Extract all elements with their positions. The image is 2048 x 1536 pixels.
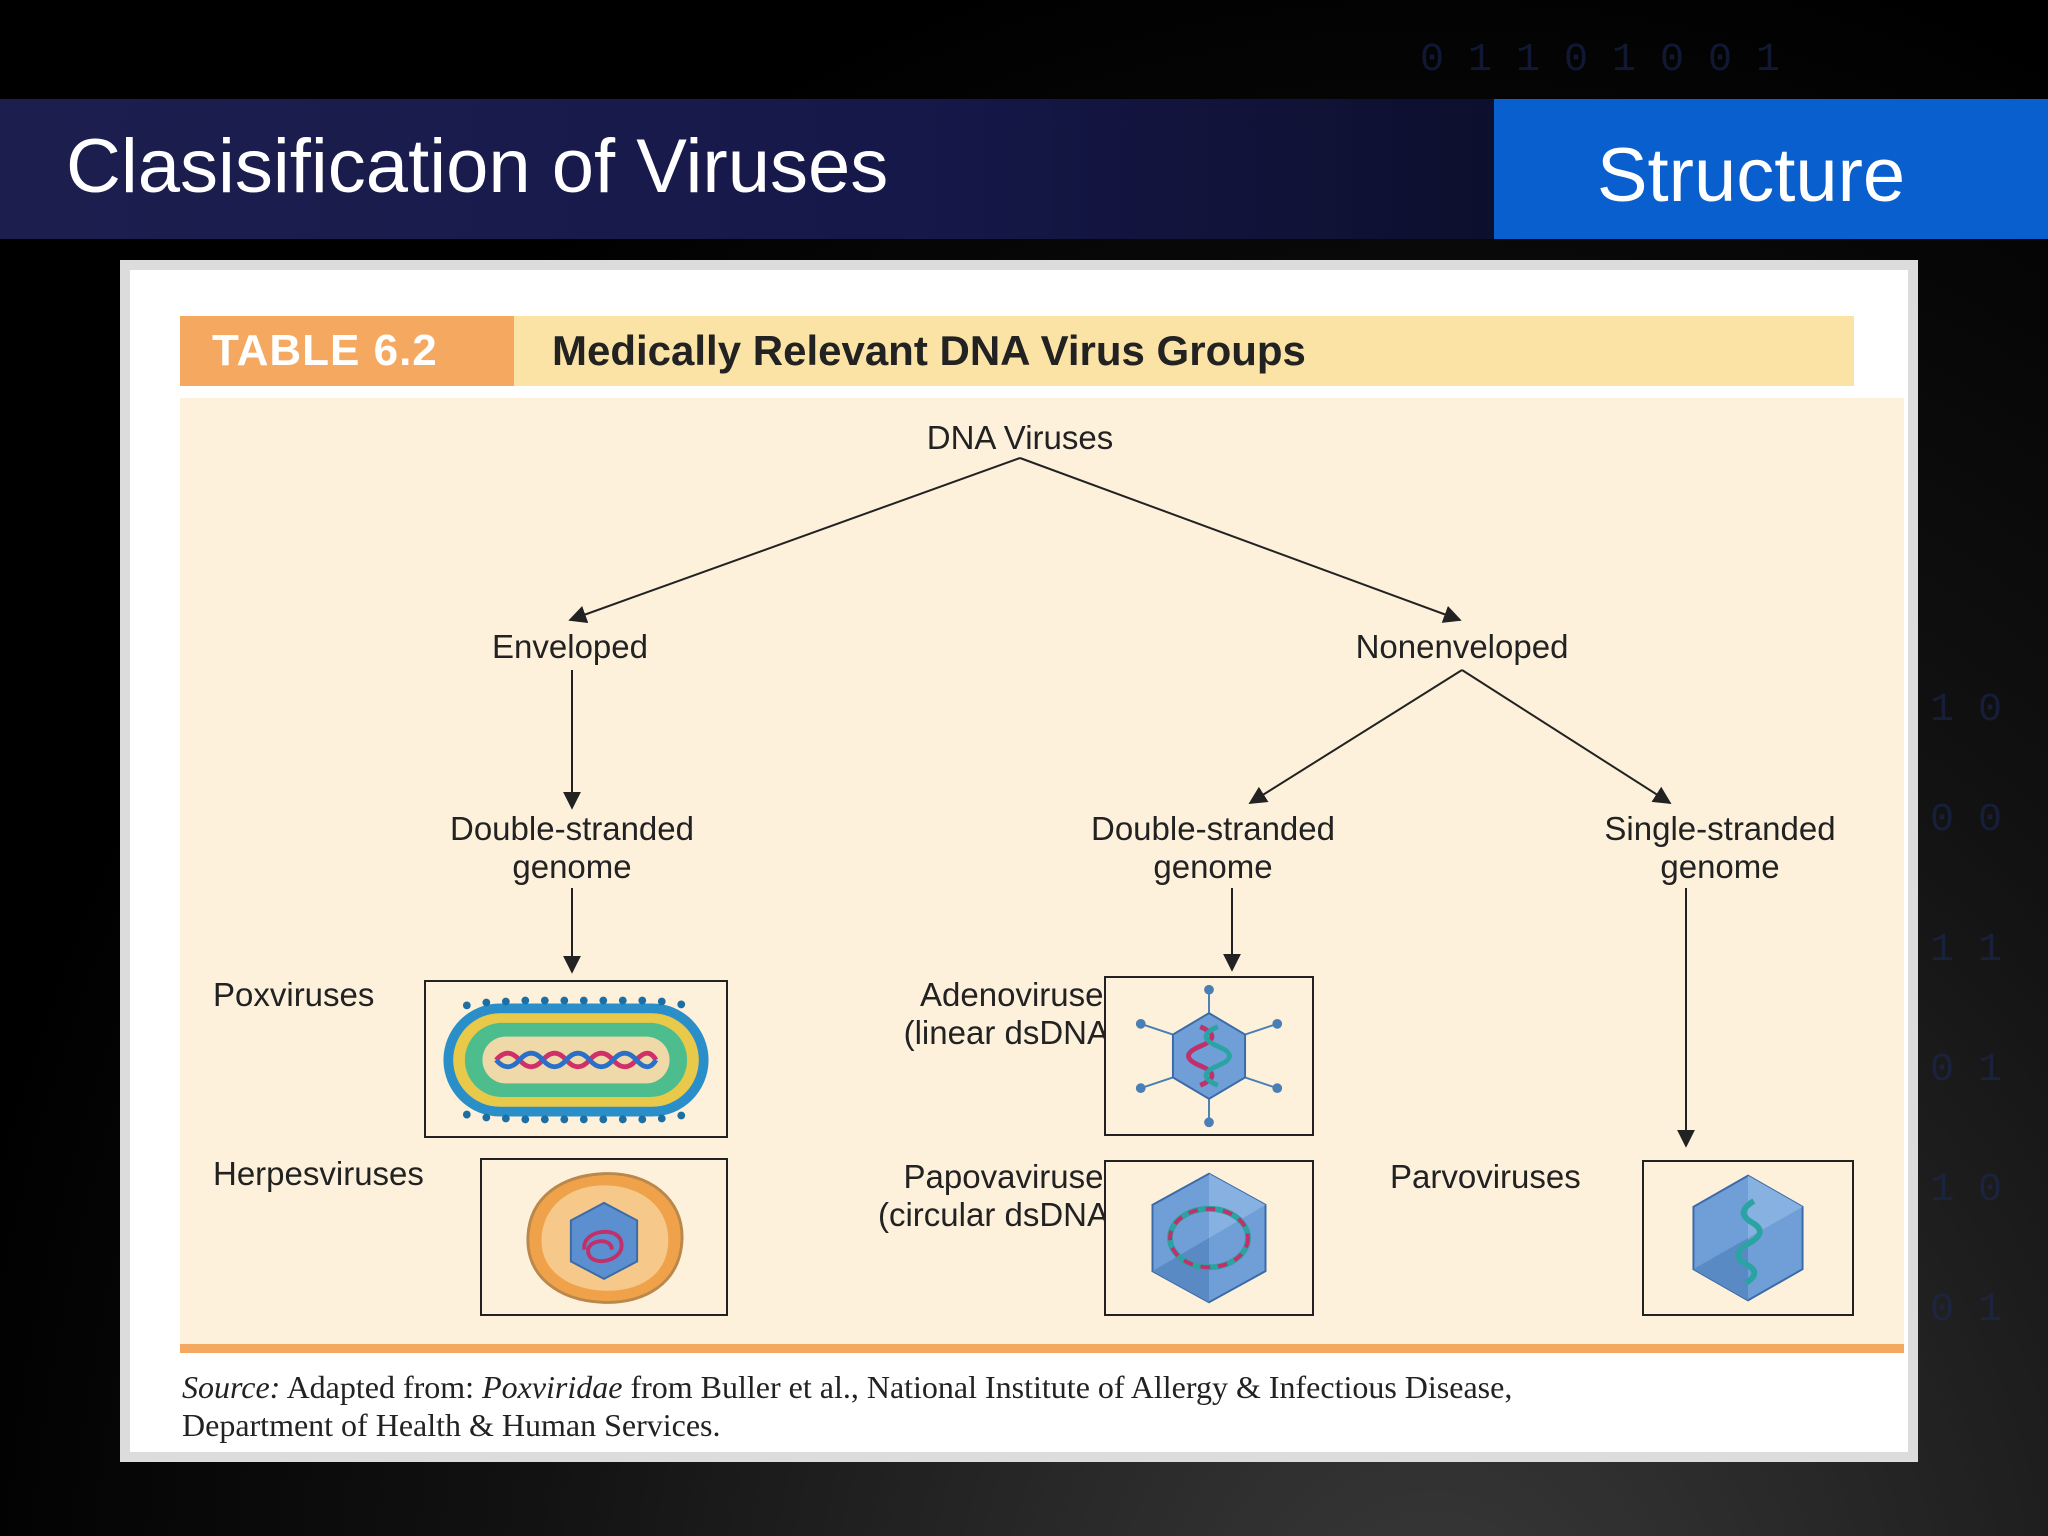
adenovirus-illustration	[1104, 976, 1314, 1136]
label-line: (circular dsDNA)	[877, 1196, 1120, 1233]
label-papovaviruses: Papovaviruses (circular dsDNA)	[800, 1158, 1120, 1234]
node-dna-viruses: DNA Viruses	[926, 419, 1114, 456]
parvovirus-icon	[1692, 1174, 1804, 1302]
arrow-root-enveloped	[568, 457, 1021, 623]
node-enveloped-double-stranded: Double-stranded genome	[412, 810, 732, 886]
svg-text:1 1: 1 1	[1930, 928, 2002, 973]
node-line: Double-stranded	[1091, 810, 1335, 847]
label-poxviruses: Poxviruses	[213, 976, 375, 1013]
node-single-stranded: Single-stranded genome	[1570, 810, 1870, 886]
tree-arrows	[563, 457, 1695, 1148]
table-number: TABLE 6.2	[180, 316, 514, 386]
arrow-root-nonenveloped	[1019, 457, 1462, 623]
source-line-2: Department of Health & Human Services.	[182, 1407, 721, 1443]
section-tab-label: Structure	[1596, 132, 1906, 218]
source-rest: from Buller et al., National Institute o…	[630, 1369, 1513, 1405]
arrow-nonenveloped-double	[1248, 669, 1463, 804]
label-adenoviruses: Adenoviruses (linear dsDNA)	[820, 976, 1120, 1052]
label-parvoviruses: Parvoviruses	[1390, 1158, 1581, 1195]
figure-paper: TABLE 6.2 Medically Relevant DNA Virus G…	[130, 270, 1908, 1452]
herpesvirus-icon	[526, 1172, 684, 1304]
node-nonenveloped: Nonenveloped	[1355, 628, 1569, 665]
figure-frame: TABLE 6.2 Medically Relevant DNA Virus G…	[120, 260, 1918, 1462]
slide-title: Clasisification of Viruses	[66, 124, 889, 209]
svg-text:1 0: 1 0	[1930, 1168, 2002, 1213]
poxvirus-illustration	[424, 980, 728, 1138]
diagram-panel: DNA Viruses Enveloped Nonenveloped Doubl…	[180, 398, 1904, 1348]
arrow-nonenveloped-single	[1461, 669, 1672, 804]
table-heading: Medically Relevant DNA Virus Groups	[514, 316, 1854, 386]
node-enveloped: Enveloped	[492, 628, 648, 665]
label-herpesviruses: Herpesviruses	[213, 1155, 424, 1192]
source-line-1: Source: Adapted from: Poxviridae from Bu…	[182, 1368, 1902, 1406]
title-bar	[0, 99, 1494, 239]
svg-text:1 0: 1 0	[1930, 688, 2002, 733]
poxvirus-icon	[443, 996, 709, 1124]
source-citation: Source: Adapted from: Poxviridae from Bu…	[182, 1368, 1902, 1444]
svg-text:0 0: 0 0	[1930, 798, 2002, 843]
parvovirus-illustration	[1642, 1160, 1854, 1316]
section-tab: Structure	[1494, 99, 2048, 239]
herpesvirus-illustration	[480, 1158, 728, 1316]
node-line: genome	[1153, 848, 1273, 885]
label-line: (linear dsDNA)	[903, 1014, 1120, 1051]
node-line: genome	[1660, 848, 1780, 885]
svg-text:0 1: 0 1	[1930, 1048, 2002, 1093]
node-line: Single-stranded	[1604, 810, 1836, 847]
papovavirus-illustration	[1104, 1160, 1314, 1316]
node-line: Double-stranded	[450, 810, 694, 847]
source-label: Source:	[182, 1369, 281, 1405]
source-prefix: Adapted from:	[286, 1369, 475, 1405]
node-line: genome	[512, 848, 632, 885]
svg-text:0 1 1 0 1 0 0 1: 0 1 1 0 1 0 0 1	[1420, 38, 1780, 83]
source-taxon: Poxviridae	[482, 1369, 623, 1405]
papovavirus-icon	[1151, 1172, 1267, 1304]
label-line: Papovaviruses	[903, 1158, 1120, 1195]
label-line: Adenoviruses	[920, 976, 1120, 1013]
svg-text:0 1: 0 1	[1930, 1288, 2002, 1333]
footer-rule	[180, 1344, 1904, 1353]
node-nonenveloped-double-stranded: Double-stranded genome	[1053, 810, 1373, 886]
adenovirus-icon	[1135, 984, 1283, 1128]
